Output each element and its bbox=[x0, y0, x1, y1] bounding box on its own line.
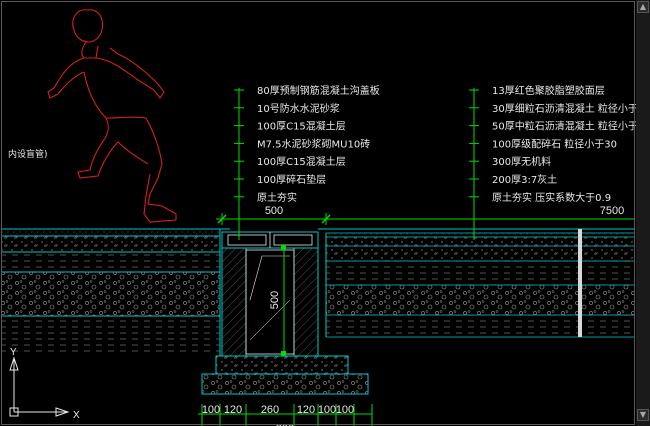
bottom-dim-label: 100 bbox=[318, 404, 336, 416]
right-callout-label: 200厚3:7灰土 bbox=[492, 173, 557, 186]
left-callout-label: 10号防水水泥砂浆 bbox=[257, 102, 340, 115]
bottom-dim-label: 100 bbox=[336, 404, 354, 416]
left-callout-label: 100厚C15混凝土层 bbox=[257, 155, 346, 168]
right-callout-label: 30厚细粒石沥清混凝土 粒径小于10 bbox=[492, 102, 650, 115]
right-callout-leader bbox=[469, 88, 479, 240]
right-callout-label: 300厚无机料 bbox=[492, 155, 551, 168]
drainage-trench[interactable] bbox=[201, 231, 369, 395]
bottom-dim-label: 100 bbox=[202, 404, 220, 416]
left-callout-label: 100厚C15混凝土层 bbox=[257, 120, 346, 133]
left-pavement-layers bbox=[2, 228, 230, 356]
bottom-dim-label: 120 bbox=[224, 404, 242, 416]
dim-500-vertical: 500 bbox=[269, 291, 281, 309]
right-callout-label: 100厚级配碎石 粒径小于30 bbox=[492, 137, 617, 150]
right-pavement-layers bbox=[318, 228, 634, 338]
vertical-dimension: 500 bbox=[269, 245, 286, 356]
top-dimension-line: 500 7500 bbox=[216, 205, 634, 225]
right-callout-label: 原土夯实 压实系数大于0.9 bbox=[492, 191, 611, 204]
left-callout-label: 原土夯实 bbox=[257, 191, 297, 204]
left-fragment-text: 内设盲管) bbox=[8, 148, 48, 160]
vertical-scrollbar[interactable]: ▲ ▼ bbox=[636, 0, 650, 426]
axis-x-label: X bbox=[73, 410, 80, 421]
bottom-dim-label: 120 bbox=[297, 404, 315, 416]
left-callout-label: M7.5水泥砂浆砌MU10砖 bbox=[257, 137, 370, 150]
dim-500-top: 500 bbox=[265, 205, 283, 217]
scroll-up-icon[interactable]: ▲ bbox=[637, 1, 649, 13]
left-callout-label: 100厚碎石垫层 bbox=[257, 173, 326, 186]
left-callout-label: 80厚预制钢筋混凝土沟盖板 bbox=[257, 84, 380, 97]
axis-y-label: Y bbox=[10, 347, 17, 358]
human-figure bbox=[47, 9, 177, 223]
left-callout-leader bbox=[234, 88, 244, 240]
right-callout-label: 50厚中粒石沥清混凝土 粒径小于20 bbox=[492, 120, 650, 133]
dim-7500: 7500 bbox=[600, 205, 624, 217]
ucs-axis-icon: Y X bbox=[9, 347, 80, 421]
right-callout-label: 13厚红色聚胶脂塑胶面层 bbox=[492, 84, 605, 97]
bottom-dim-label: 260 bbox=[261, 404, 279, 416]
scroll-down-icon[interactable]: ▼ bbox=[637, 409, 649, 421]
